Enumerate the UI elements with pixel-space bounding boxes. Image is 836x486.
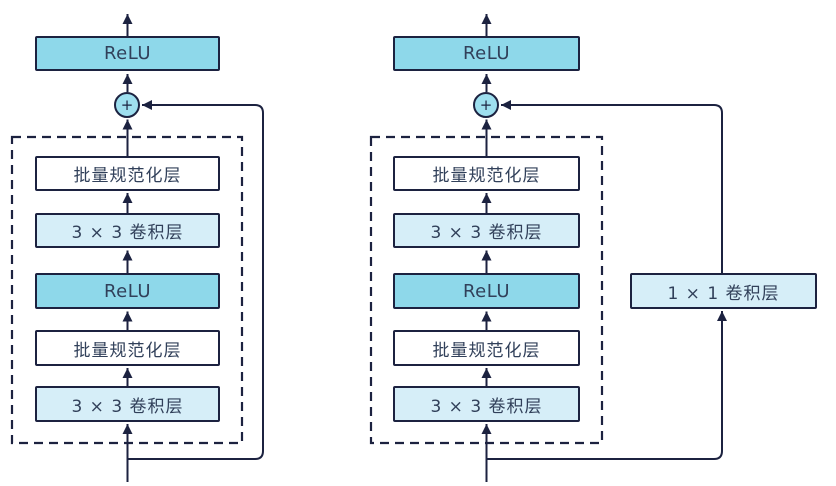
right-conv3x3-bottom-box: 3 × 3 卷积层 [393,386,580,422]
right-batchnorm-bottom-box: 批量规范化层 [393,330,580,366]
right-shortcut-conv1x1-box: 1 × 1 卷积层 [630,273,817,309]
left-output-relu-box: ReLU [35,36,220,71]
left-batchnorm-top-box: 批量规范化层 [35,156,220,191]
left-relu-middle-box: ReLU [35,273,220,309]
left-conv3x3-top-box: 3 × 3 卷积层 [35,213,220,248]
right-batchnorm-top-box: 批量规范化层 [393,156,580,191]
right-relu-middle-box: ReLU [393,273,580,309]
left-conv3x3-bottom-box: 3 × 3 卷积层 [35,386,220,422]
left-add-circle: + [114,92,140,118]
right-conv3x3-top-box: 3 × 3 卷积层 [393,213,580,248]
left-batchnorm-bottom-box: 批量规范化层 [35,330,220,366]
right-output-relu-box: ReLU [393,36,580,71]
right-add-circle: + [473,92,499,118]
